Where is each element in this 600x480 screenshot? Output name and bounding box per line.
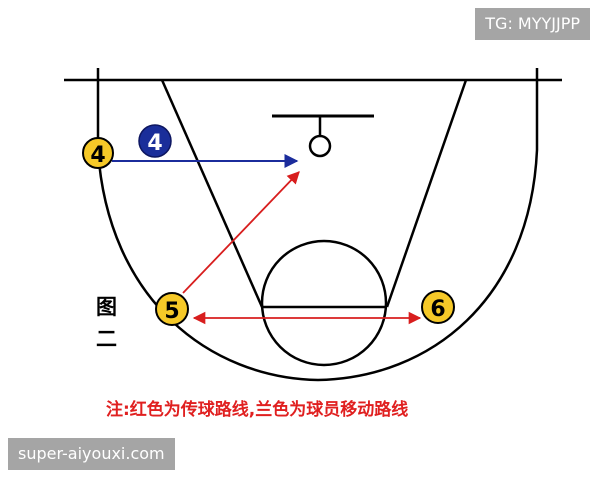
lane-line-left xyxy=(160,79,264,308)
watermark-bottom: super-aiyouxi.com xyxy=(8,438,175,470)
pass-route-arrow-to-basket xyxy=(182,171,300,294)
player-4-blue-number: 4 xyxy=(147,131,162,156)
figure-label-char: 图 xyxy=(96,295,117,319)
player-6-number: 6 xyxy=(430,297,445,322)
player-5-number: 5 xyxy=(164,299,179,324)
figure-label-char: 二 xyxy=(96,327,117,351)
player-4-blue: 4 xyxy=(138,124,172,158)
watermark-top: TG: MYYJJPP xyxy=(475,8,590,40)
player-4-yellow: 4 xyxy=(82,137,114,169)
player-4-yellow-number: 4 xyxy=(90,143,105,168)
three-point-arc xyxy=(96,68,539,382)
legend-note: 注:红色为传球路线,兰色为球员移动路线 xyxy=(106,399,408,420)
player-6: 6 xyxy=(421,290,455,324)
player-5: 5 xyxy=(155,292,189,326)
free-throw-circle xyxy=(260,239,388,367)
figure-label: 图二 xyxy=(96,295,117,351)
lane-line-right xyxy=(385,79,468,308)
rim xyxy=(308,134,332,158)
